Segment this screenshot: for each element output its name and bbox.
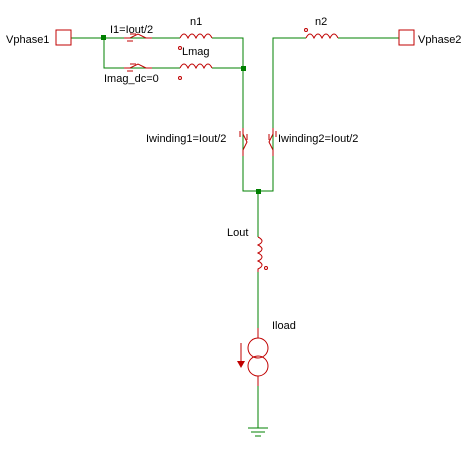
wire-n2-left-vertical xyxy=(258,37,306,192)
current-probe-i1 xyxy=(124,33,152,42)
current-probe-iwinding1 xyxy=(239,128,248,156)
label-imag-dc: Imag_dc=0 xyxy=(104,73,159,85)
inductor-n2 xyxy=(304,28,339,40)
junction-node-bottom xyxy=(256,189,261,194)
label-iwinding1: Iwinding1=Iout/2 xyxy=(146,133,226,145)
label-lmag: Lmag xyxy=(182,46,210,58)
current-probe-imag xyxy=(124,63,152,72)
wire-left-loop xyxy=(103,38,180,69)
label-iwinding2: Iwinding2=Iout/2 xyxy=(278,133,358,145)
label-lout: Lout xyxy=(227,227,248,239)
current-probe-iwinding2 xyxy=(268,128,277,156)
junctions xyxy=(101,35,261,194)
wire-n1-to-right xyxy=(212,37,244,68)
inductor-lout xyxy=(256,236,268,272)
junction-node-left xyxy=(101,35,106,40)
vphase2-probe[interactable] xyxy=(398,29,415,46)
ground-symbol xyxy=(248,427,268,437)
vphase1-probe[interactable] xyxy=(55,29,72,46)
inductor-lmag xyxy=(178,63,213,80)
inductor-n1 xyxy=(178,33,213,50)
label-n2: n2 xyxy=(315,16,327,28)
label-i1: I1=Iout/2 xyxy=(110,24,153,36)
junction-node-right xyxy=(241,66,246,71)
label-vphase1: Vphase1 xyxy=(6,34,49,46)
label-vphase2: Vphase2 xyxy=(418,34,461,46)
current-source-iload xyxy=(237,328,269,386)
label-n1: n1 xyxy=(190,16,202,28)
wire-left-vertical xyxy=(242,68,258,192)
label-iload: Iload xyxy=(272,320,296,332)
